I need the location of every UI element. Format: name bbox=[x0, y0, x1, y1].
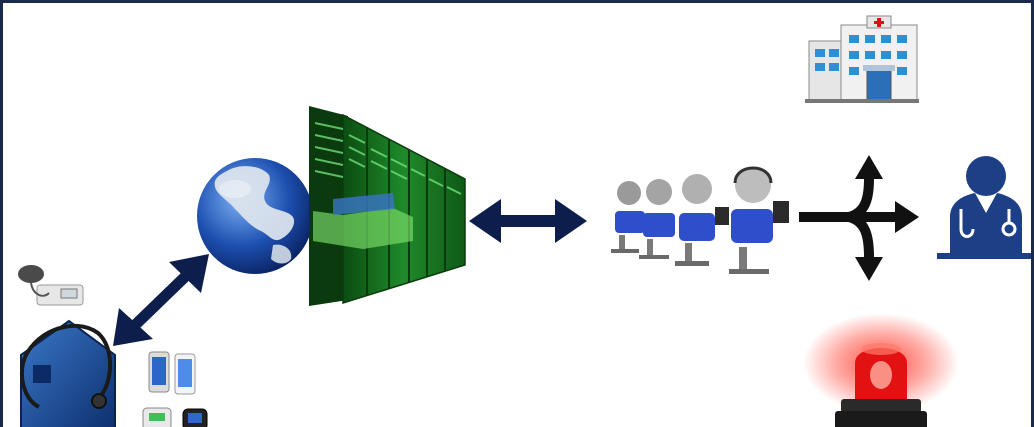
globe-icon bbox=[197, 158, 313, 274]
emergency-siren-icon bbox=[803, 313, 959, 427]
home-globe-bidirectional-arrow bbox=[113, 254, 209, 346]
hospital-icon bbox=[805, 15, 919, 103]
server-rack-icon bbox=[309, 106, 466, 306]
operator-2 bbox=[639, 179, 675, 259]
branching-arrow bbox=[799, 155, 919, 281]
operators-icon bbox=[611, 166, 789, 274]
blood-pressure-monitor-icon bbox=[18, 265, 84, 306]
wearable-sensor-icon bbox=[142, 407, 208, 427]
doctor-icon bbox=[937, 156, 1031, 259]
operator-1 bbox=[611, 181, 645, 253]
operator-4 bbox=[729, 166, 789, 274]
server-operators-bidirectional-arrow bbox=[469, 199, 587, 243]
operator-3 bbox=[675, 174, 729, 266]
house-stethoscope-icon bbox=[20, 319, 116, 427]
diagram-svg bbox=[18, 15, 1031, 427]
smartphone-icon bbox=[148, 351, 196, 395]
